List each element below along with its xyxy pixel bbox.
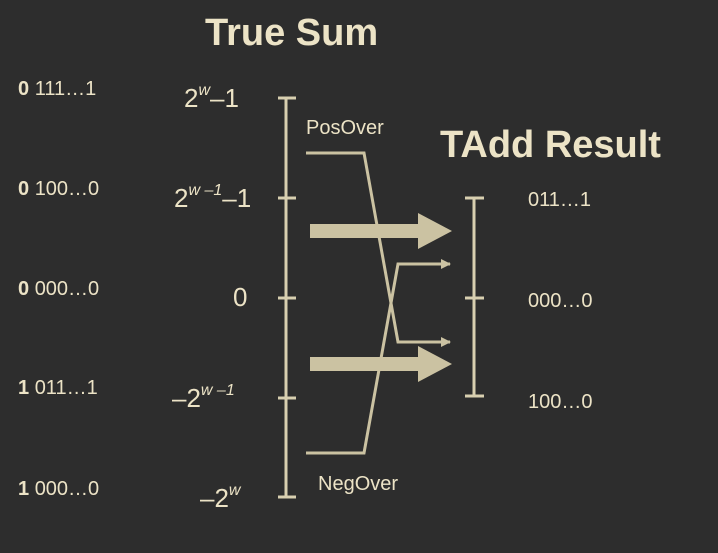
result-axis (465, 196, 484, 398)
true-sum-title: True Sum (205, 12, 379, 54)
bit-pattern-tmax-plus-one: 0 100…0 (18, 178, 100, 200)
bit-pattern-neg-tmin-minus-one: 1 011…1 (18, 377, 98, 399)
normal-range-arrow-upper (310, 213, 452, 249)
pos-over-mapping-line (306, 151, 451, 347)
tick-label-2w-minus-1: 2w–1 (184, 82, 239, 113)
neg-over-label: NegOver (318, 473, 399, 495)
result-label-tmax: 011…1 (528, 189, 592, 211)
normal-range-arrow-lower (310, 346, 452, 382)
tick-label-zero: 0 (233, 282, 248, 312)
result-label-zero: 000…0 (528, 290, 593, 312)
bit-pattern-min: 1 000…0 (18, 478, 100, 500)
result-label-tmin: 100…0 (528, 391, 593, 413)
pos-over-label: PosOver (306, 117, 384, 139)
bit-pattern-zero: 0 000…0 (18, 278, 100, 300)
tadd-result-title: TAdd Result (440, 124, 661, 166)
tick-label-neg-2w: –2w (200, 482, 241, 513)
tick-label-2w1-minus-1: 2w –1–1 (174, 182, 252, 213)
tick-label-neg-2w1: –2w –1 (172, 382, 235, 413)
bit-pattern-max: 0 111…1 (18, 78, 97, 100)
true-sum-axis (278, 96, 296, 499)
